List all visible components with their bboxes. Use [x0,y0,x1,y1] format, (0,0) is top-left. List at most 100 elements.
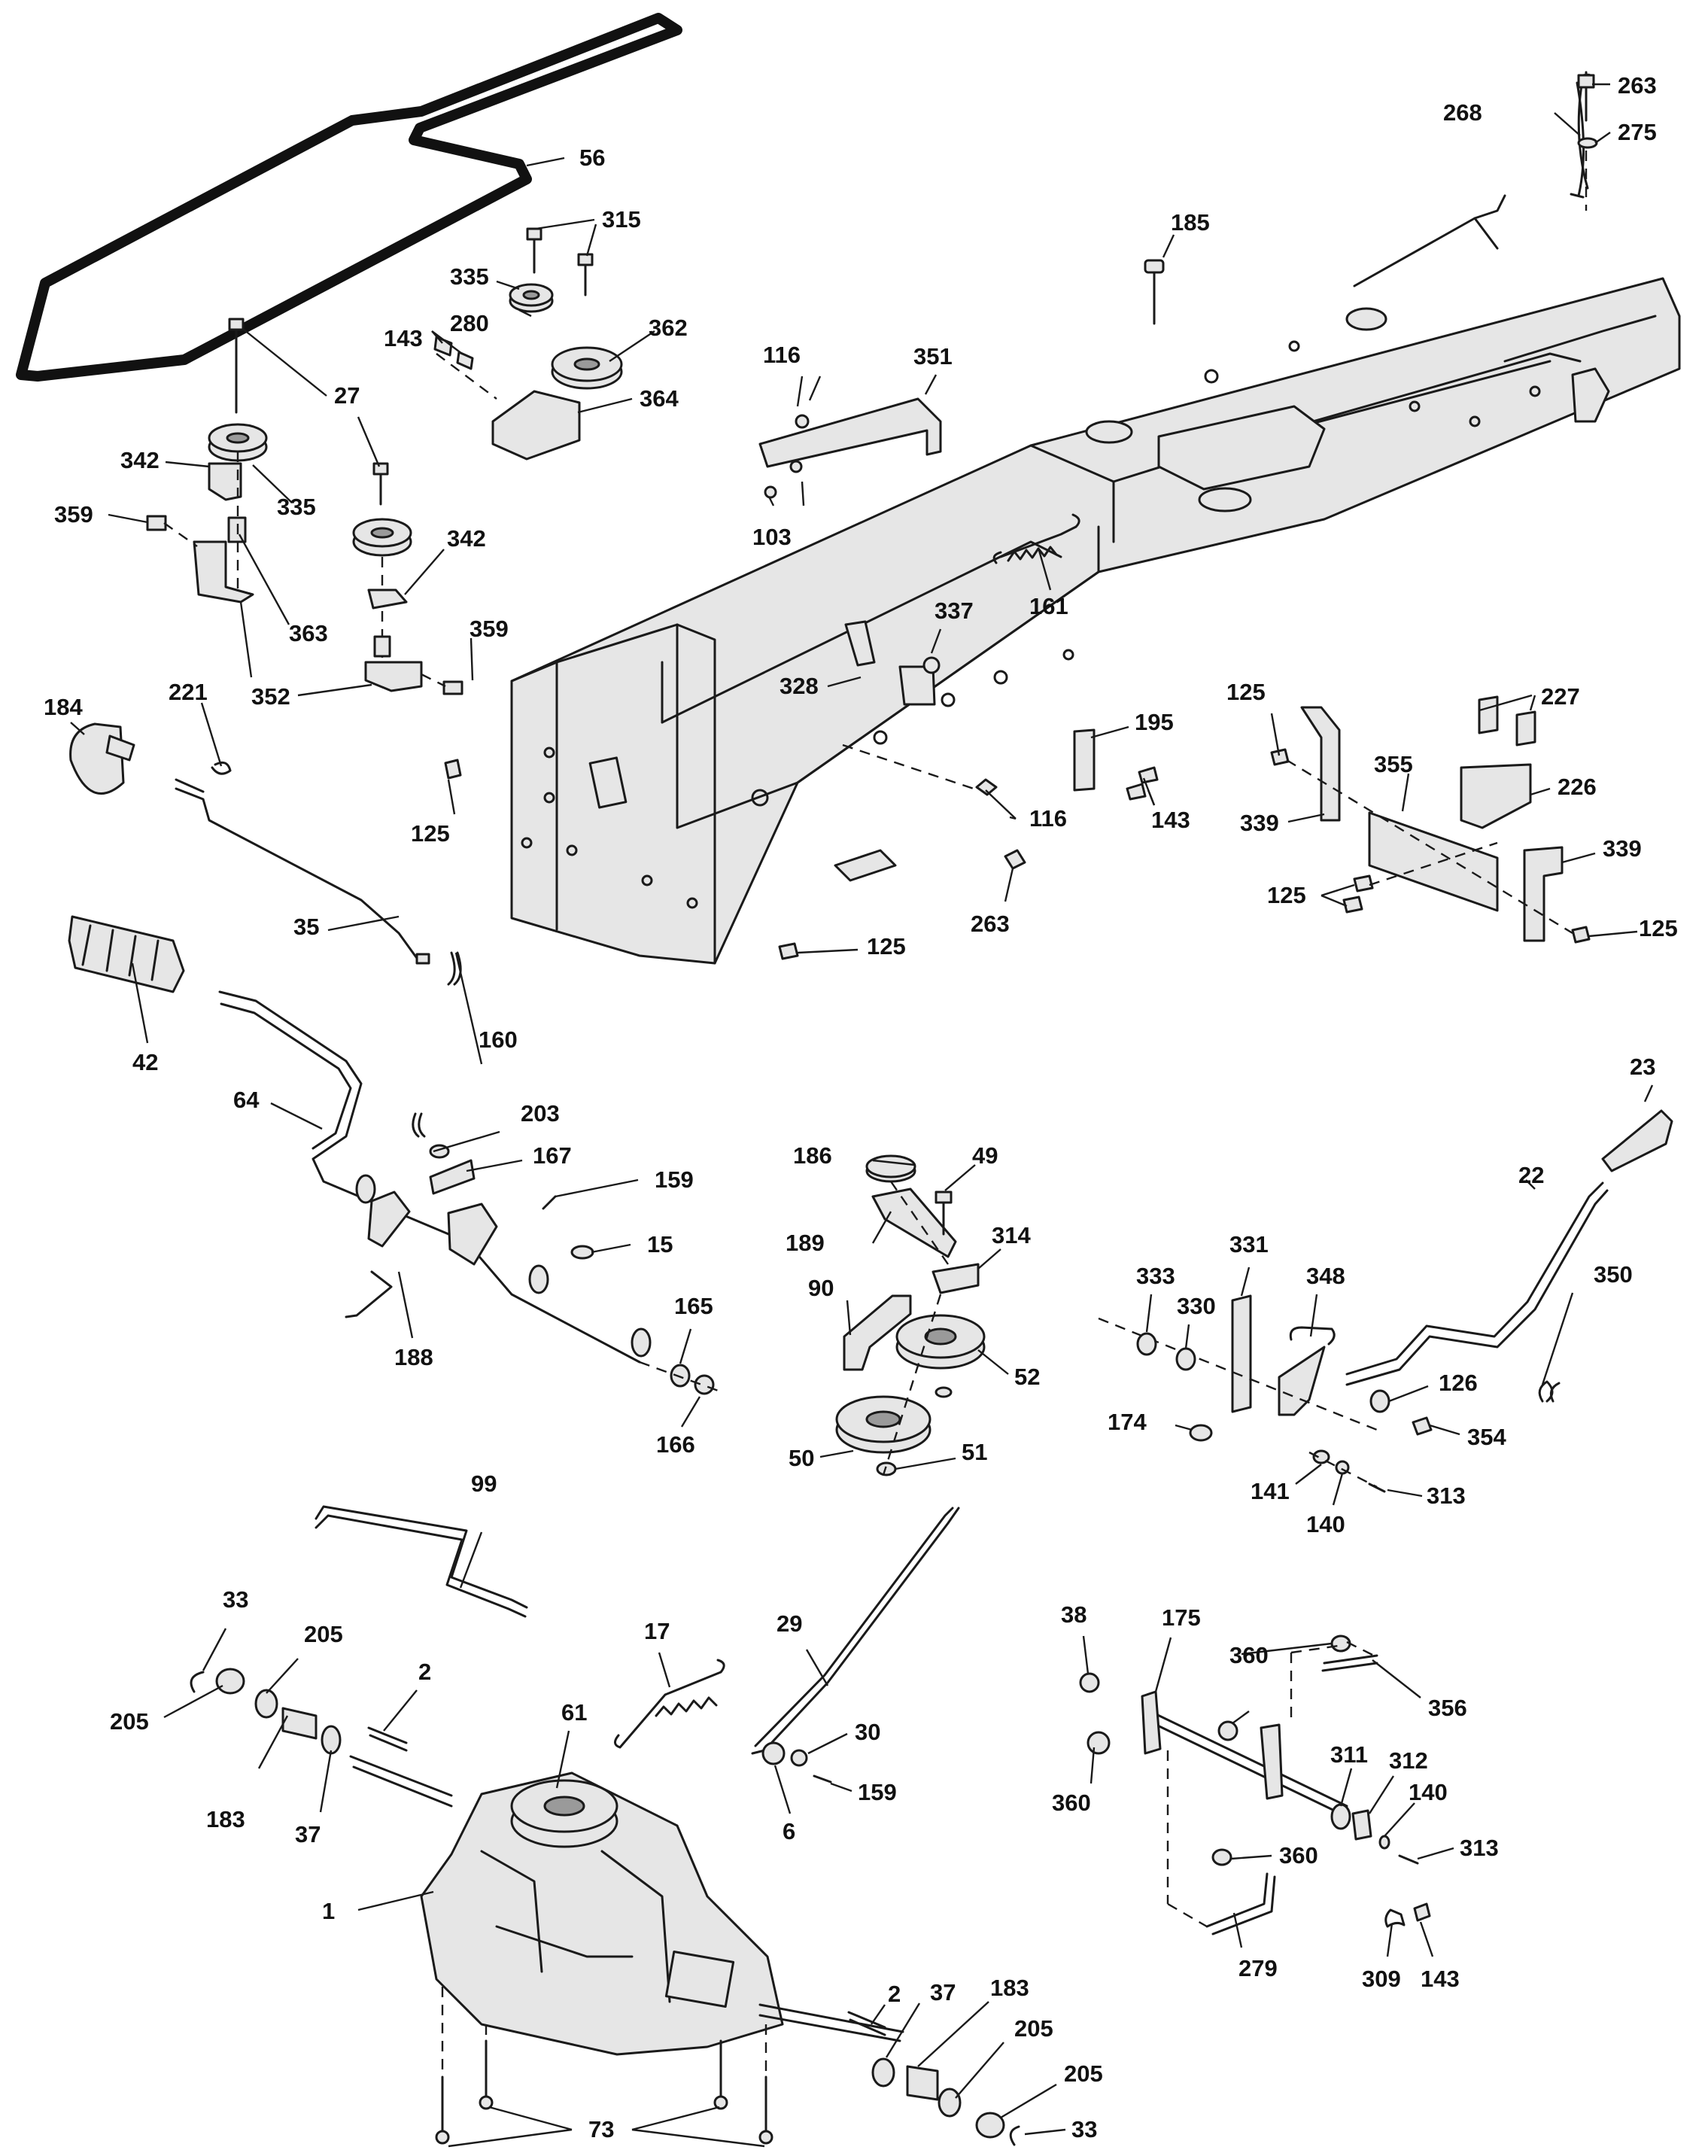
callout-23: 23 [1630,1054,1655,1080]
callout-52: 52 [1014,1364,1040,1390]
callout-279: 279 [1238,1955,1278,1981]
callout-186: 186 [793,1142,832,1169]
callout-17: 17 [644,1618,670,1644]
callout-339: 339 [1240,810,1279,836]
callout-56: 56 [579,144,605,171]
callout-99: 99 [471,1470,497,1497]
callout-174: 174 [1108,1409,1147,1435]
callout-143: 143 [384,325,423,351]
main-frame [510,194,1681,965]
rods-and-spring [315,1505,960,1783]
callout-331: 331 [1229,1231,1269,1257]
callout-342: 342 [120,447,160,473]
callout-51: 51 [962,1439,987,1465]
callout-143: 143 [1421,1966,1460,1992]
callout-328: 328 [780,673,819,699]
callout-42: 42 [132,1049,158,1075]
callout-362: 362 [649,315,688,341]
callout-309: 309 [1362,1966,1401,1992]
callout-337: 337 [935,598,974,624]
callout-33: 33 [1071,2116,1097,2142]
callout-125: 125 [867,933,906,959]
callout-35: 35 [293,914,319,940]
callout-159: 159 [655,1166,694,1193]
callout-360: 360 [1229,1642,1269,1668]
callout-125: 125 [1639,915,1678,941]
callout-312: 312 [1389,1747,1428,1774]
callout-37: 37 [930,1979,956,2005]
callout-339: 339 [1603,835,1642,862]
right-lever-assembly [1098,1109,1673,1493]
callout-1: 1 [322,1898,335,1924]
callout-6: 6 [783,1818,795,1844]
frame-accessories [444,71,1598,960]
drive-belt [16,13,682,382]
callout-38: 38 [1061,1601,1086,1628]
callout-33: 33 [223,1586,248,1613]
callout-315: 315 [602,206,641,233]
callout-227: 227 [1541,683,1580,710]
callout-280: 280 [450,310,489,336]
callout-183: 183 [206,1806,245,1832]
callout-143: 143 [1151,807,1190,833]
callout-165: 165 [674,1293,713,1319]
callout-64: 64 [233,1087,260,1113]
callout-185: 185 [1171,209,1210,236]
callout-263: 263 [971,911,1010,937]
callout-356: 356 [1428,1695,1467,1721]
callout-205: 205 [1064,2060,1103,2087]
lift-shaft-assembly [1079,1634,1431,1936]
callout-205: 205 [1014,2015,1053,2042]
pulley-bracket-assembly-left [146,318,463,695]
callout-15: 15 [647,1231,673,1257]
transaxle [349,1755,904,2145]
callout-2: 2 [418,1659,431,1685]
callout-22: 22 [1518,1162,1544,1188]
callout-359: 359 [54,501,93,528]
callout-360: 360 [1279,1842,1318,1869]
callout-184: 184 [44,694,83,720]
callout-90: 90 [808,1275,834,1301]
callout-342: 342 [447,525,486,552]
left-controls [68,722,723,1395]
callout-labels: 56 315 335 280 362 143 364 27 342 335 35… [44,72,1678,2142]
callout-359: 359 [470,616,509,642]
callout-203: 203 [521,1100,560,1127]
callout-49: 49 [972,1142,998,1169]
callout-126: 126 [1439,1370,1478,1396]
center-pulley-assembly [835,1154,986,1476]
callout-116: 116 [1029,805,1067,832]
callout-166: 166 [656,1431,695,1458]
callout-268: 268 [1443,99,1482,126]
callout-189: 189 [786,1230,825,1256]
callout-350: 350 [1594,1261,1633,1288]
callout-263: 263 [1618,72,1657,99]
callout-311: 311 [1330,1741,1368,1768]
callout-221: 221 [169,679,208,705]
callout-195: 195 [1135,709,1174,735]
callout-355: 355 [1374,751,1413,777]
callout-29: 29 [777,1610,802,1637]
idler-pulley-assembly-top [433,227,623,461]
callout-125: 125 [411,820,450,847]
callout-348: 348 [1306,1263,1345,1289]
callout-160: 160 [479,1026,518,1053]
callout-351: 351 [913,343,953,369]
callout-125: 125 [1226,679,1266,705]
callout-330: 330 [1177,1293,1216,1319]
callout-125: 125 [1267,882,1306,908]
callout-27: 27 [334,382,360,409]
callout-360: 360 [1052,1790,1091,1816]
frame-holes [521,340,1541,909]
callout-335: 335 [450,263,489,290]
callout-2: 2 [888,1981,901,2007]
callout-116: 116 [763,342,801,368]
callout-175: 175 [1162,1604,1201,1631]
bumper-bracket-assembly [1270,695,1591,944]
callout-188: 188 [394,1344,433,1370]
callout-205: 205 [110,1708,149,1735]
callout-313: 313 [1427,1482,1466,1509]
callout-140: 140 [1409,1779,1448,1805]
callout-205: 205 [304,1621,343,1647]
